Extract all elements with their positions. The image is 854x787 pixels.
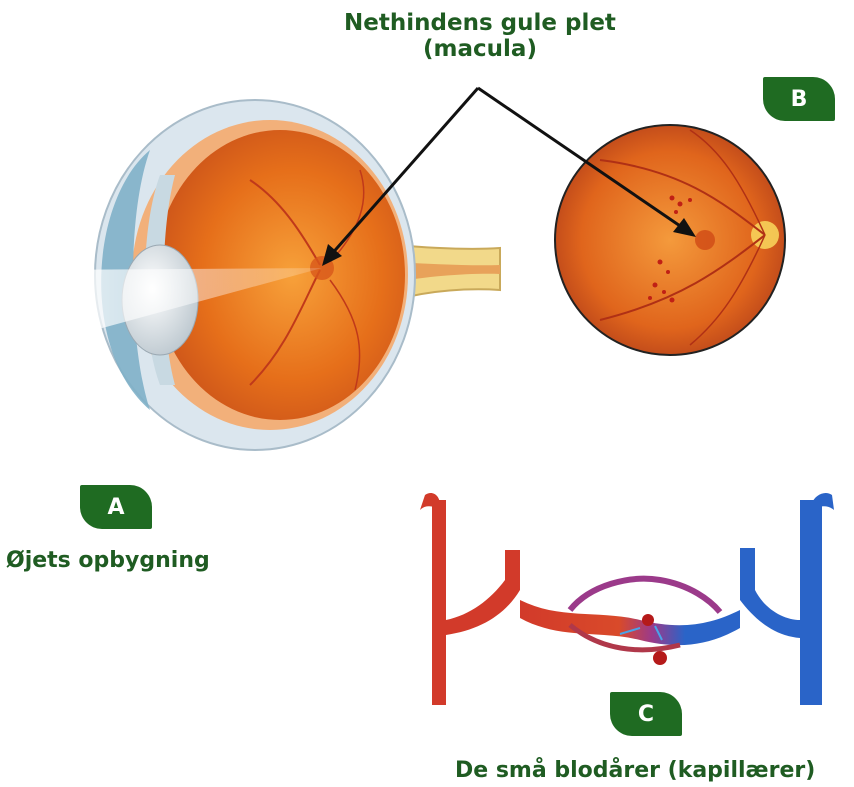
badge-a: A	[80, 485, 152, 529]
badge-b: B	[763, 77, 835, 121]
capillaries-caption: De små blodårer (kapillærer)	[455, 758, 815, 783]
badge-c: C	[610, 692, 682, 736]
macula-label-line1: Nethindens gule plet	[300, 10, 660, 36]
fundus-image	[555, 125, 785, 355]
eye-cross-section	[40, 100, 500, 450]
eye-structure-caption: Øjets opbygning	[6, 548, 210, 573]
macula-label: Nethindens gule plet (macula)	[300, 10, 660, 62]
capillary-diagram	[420, 493, 834, 705]
macula-label-line2: (macula)	[300, 36, 660, 62]
